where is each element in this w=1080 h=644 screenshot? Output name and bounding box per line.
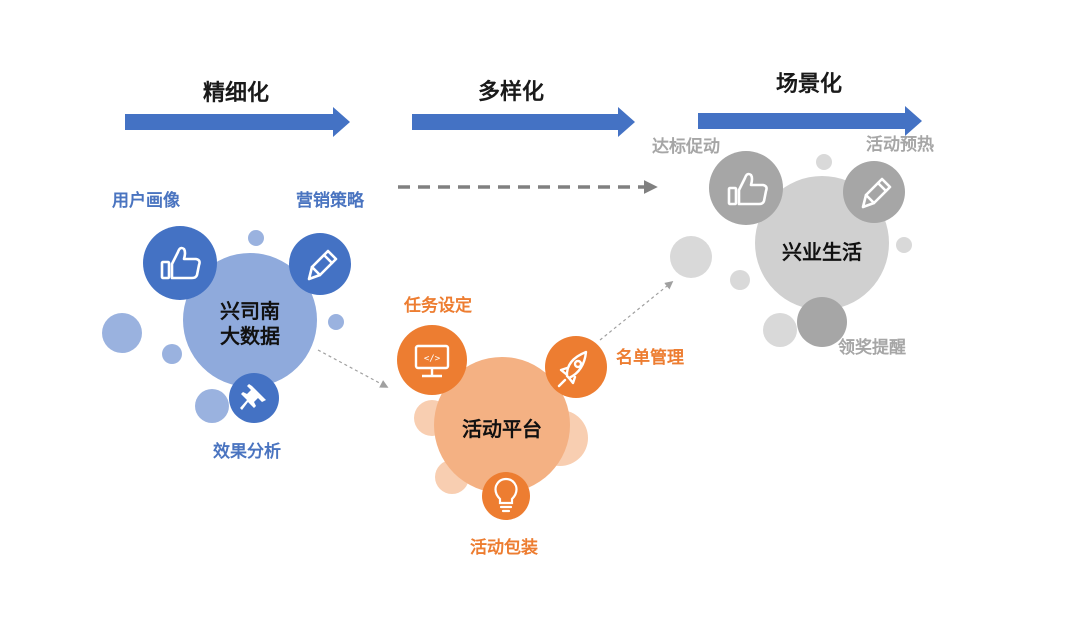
- platform-hub-circle: [434, 357, 570, 493]
- pushpin-icon: [240, 384, 266, 410]
- bigdata-cluster: [102, 226, 351, 423]
- stage-title-1: 精细化: [203, 81, 270, 106]
- stage-title-3: 场景化: [776, 72, 843, 97]
- platform-icon-circle-3: [482, 472, 530, 520]
- rocket-icon: [557, 350, 588, 388]
- monitor-code-icon: [414, 344, 450, 378]
- bubble: [763, 313, 797, 347]
- platform-item-label-2: 名单管理: [616, 348, 684, 368]
- bubble: [162, 344, 182, 364]
- stage-title-2: 多样化: [478, 80, 545, 105]
- life-item-label-2: 活动预热: [866, 135, 934, 155]
- bubble: [195, 389, 229, 423]
- code-glyph: </>: [424, 354, 441, 364]
- connector-platform-life: [599, 280, 674, 341]
- bigdata-hub-title: 兴司南 大数据: [220, 299, 280, 348]
- platform-cluster: </>: [397, 325, 607, 520]
- bubble: [102, 313, 142, 353]
- bubble: [816, 154, 832, 170]
- pencil-icon: [307, 249, 338, 281]
- life-cluster: [670, 151, 912, 347]
- bubble: [670, 236, 712, 278]
- bubble: [248, 230, 264, 246]
- bigdata-icon-circle-2: [289, 233, 351, 295]
- platform-hub-title: 活动平台: [462, 417, 542, 441]
- life-icon-circle-3: [797, 297, 847, 347]
- platform-icon-circle-1: [397, 325, 467, 395]
- bubble: [730, 270, 750, 290]
- bigdata-item-label-1: 用户画像: [112, 191, 180, 211]
- lightbulb-icon: [494, 477, 518, 513]
- bigdata-icon-circle-1: [143, 226, 217, 300]
- stage-arrow-2: [412, 107, 635, 137]
- stage-arrow-3: [698, 106, 922, 136]
- life-item-label-1: 达标促动: [652, 137, 720, 157]
- life-icon-circle-2: [843, 161, 905, 223]
- life-item-label-3: 领奖提醒: [838, 338, 906, 358]
- thumbs-up-icon: [160, 246, 201, 280]
- bigdata-hub-circle: [183, 253, 317, 387]
- platform-item-label-1: 任务设定: [404, 296, 472, 316]
- pencil-icon: [861, 177, 892, 209]
- life-hub-title: 兴业生活: [782, 240, 862, 264]
- connector-bigdata-platform: [317, 349, 389, 388]
- bubble: [328, 314, 344, 330]
- thumbs-up-icon: [727, 172, 768, 206]
- bubble: [896, 237, 912, 253]
- bigdata-item-label-2: 营销策略: [296, 191, 364, 211]
- stage-arrow-1: [125, 107, 350, 137]
- platform-item-label-3: 活动包装: [470, 538, 538, 558]
- bigdata-item-label-3: 效果分析: [213, 442, 281, 462]
- life-icon-circle-1: [709, 151, 783, 225]
